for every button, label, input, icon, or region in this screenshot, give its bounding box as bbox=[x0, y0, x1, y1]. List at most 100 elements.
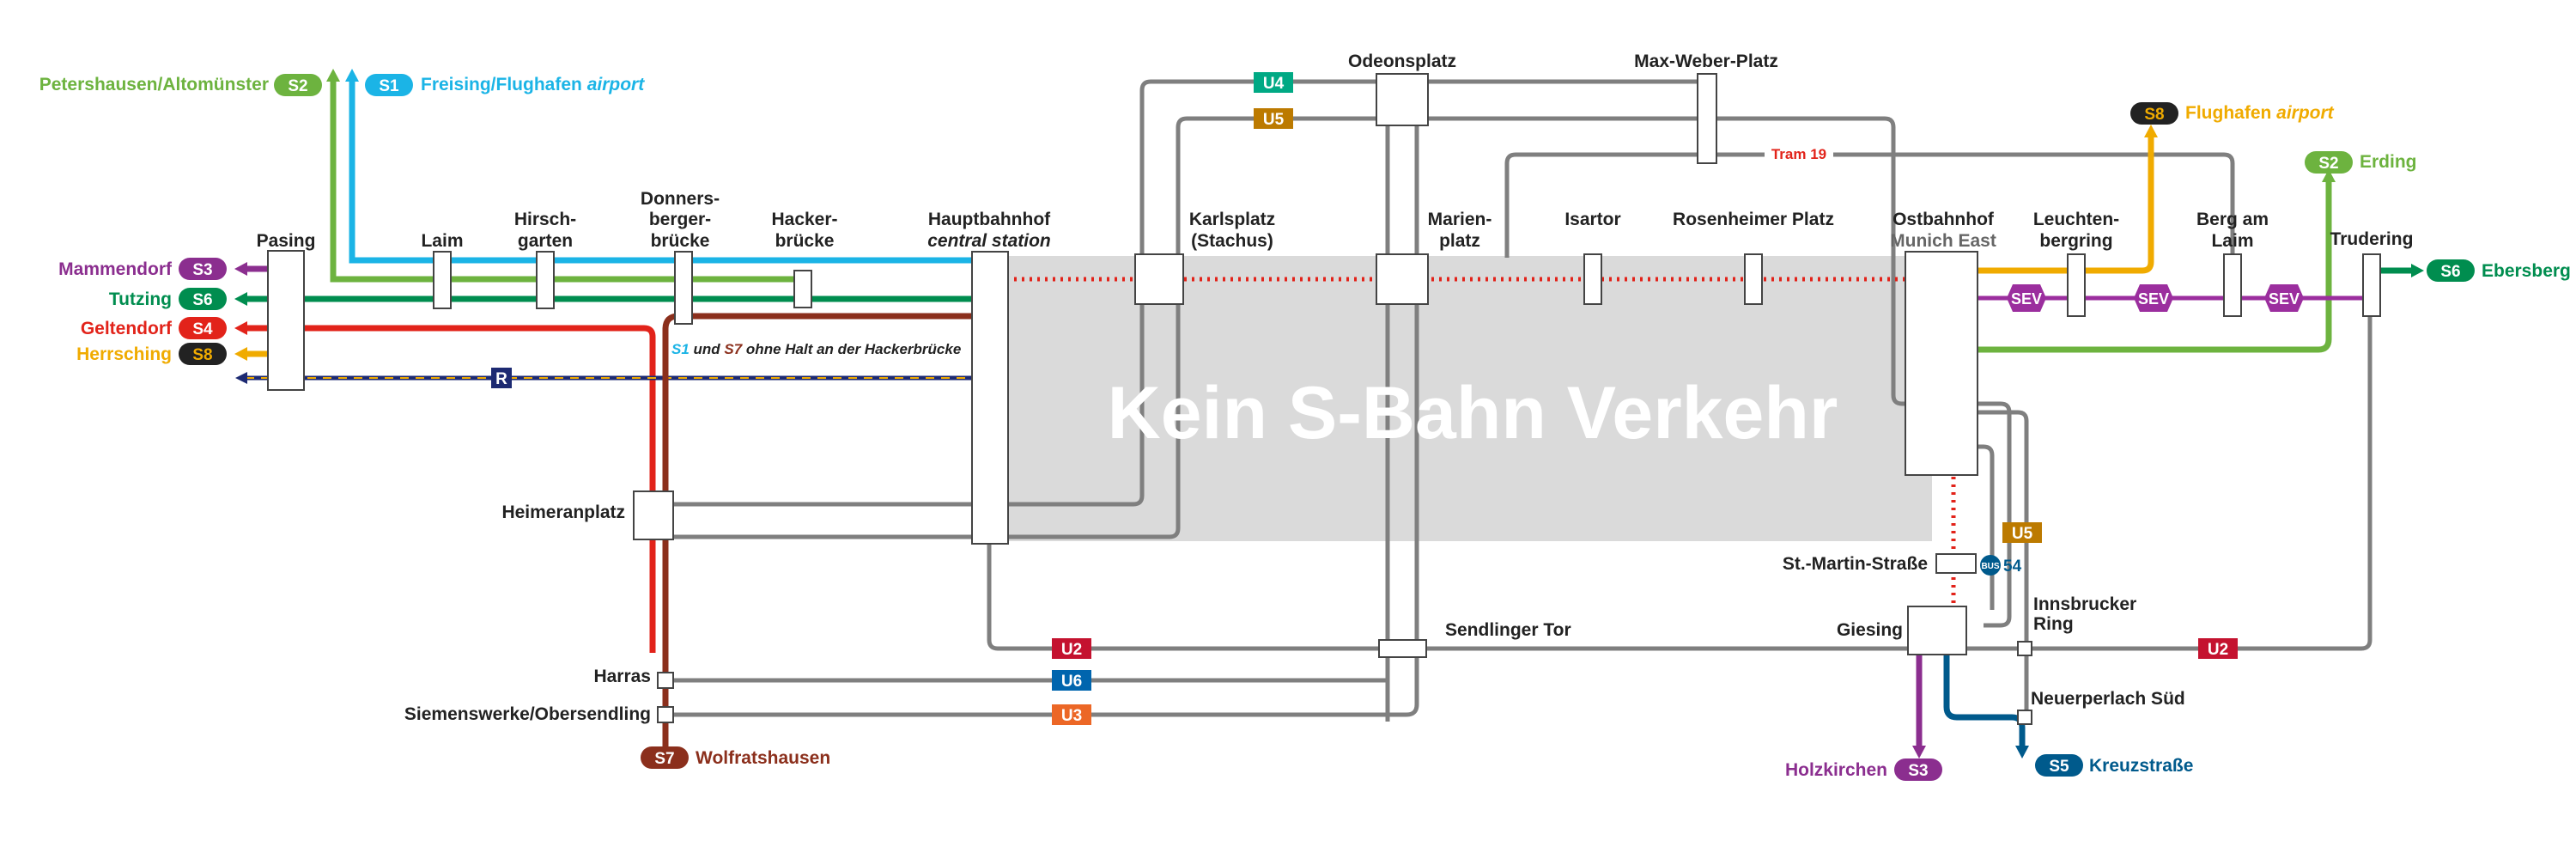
pill-s7-text: S7 bbox=[654, 750, 674, 768]
pill-s2-east bbox=[2305, 151, 2353, 174]
line-s2-east bbox=[1975, 180, 2332, 353]
pill-s1 bbox=[365, 74, 413, 96]
station-innsbrucker-2: Ring bbox=[2033, 614, 2074, 634]
station-ostbahnhof-sub: Munich East bbox=[1890, 231, 1996, 251]
box-siemenswerke bbox=[657, 706, 674, 723]
box-karlsplatz bbox=[1134, 253, 1184, 305]
line-s4-west bbox=[246, 325, 656, 653]
box-ost bbox=[1905, 251, 1978, 476]
pill-s8-west-text: S8 bbox=[192, 346, 212, 364]
s3-arrow bbox=[234, 262, 247, 276]
station-berg-am-laim-2: Laim bbox=[2211, 231, 2253, 251]
station-leuchtenbergring-1: Leuchten- bbox=[2033, 210, 2119, 229]
station-karlsplatz-sub: (Stachus) bbox=[1191, 231, 1273, 251]
dest-petershausen: Petershausen/Altomünster bbox=[39, 75, 269, 94]
station-hirschgarten-2: garten bbox=[518, 231, 573, 251]
tag-u4 bbox=[1254, 72, 1293, 93]
pill-s8-east-text: S8 bbox=[2144, 106, 2164, 124]
box-leuchtenbergring bbox=[2067, 253, 2086, 317]
dest-herrsching: Herrsching bbox=[76, 344, 172, 364]
station-hauptbahnhof: Hauptbahnhof bbox=[928, 210, 1051, 229]
line-s8-east bbox=[1975, 136, 2154, 274]
pill-s6-east bbox=[2427, 259, 2475, 282]
note-und: und bbox=[690, 341, 725, 357]
bus-icon bbox=[1980, 555, 2001, 576]
pill-s3-west bbox=[179, 258, 227, 280]
pill-s6-west-text: S6 bbox=[192, 291, 212, 309]
station-donnersberger-1: Donners- bbox=[641, 189, 720, 209]
pill-s3-south bbox=[1894, 758, 1942, 781]
banner-kein-sbahn: Kein S-Bahn Verkehr bbox=[1108, 372, 1838, 454]
box-trudering bbox=[2362, 253, 2381, 317]
pill-s6-east-text: S6 bbox=[2440, 263, 2460, 281]
tag-u3 bbox=[1052, 704, 1091, 725]
tag-u5-east-text: U5 bbox=[2012, 525, 2033, 543]
s6-east-arrow bbox=[2411, 264, 2424, 277]
sev-hex-3 bbox=[2264, 284, 2304, 312]
tag-u6 bbox=[1052, 670, 1091, 691]
sev-badges: SEV SEV SEV bbox=[2007, 284, 2304, 312]
station-hauptbahnhof-sub: central station bbox=[927, 231, 1051, 251]
s3-south-arrow bbox=[1912, 746, 1926, 758]
tag-u6-text: U6 bbox=[1061, 673, 1082, 691]
dest-geltendorf: Geltendorf bbox=[81, 319, 173, 338]
note-rest: ohne Halt an der Hackerbrücke bbox=[742, 341, 961, 357]
dest-flughafen-airport: airport bbox=[2276, 103, 2335, 123]
box-sendlinger bbox=[1378, 639, 1427, 658]
pill-s8-east bbox=[2130, 102, 2178, 125]
line-s5 bbox=[1943, 653, 2026, 746]
station-boxes bbox=[267, 73, 2381, 725]
pill-s3-south-text: S3 bbox=[1908, 762, 1928, 780]
tag-u5-east bbox=[2002, 522, 2042, 543]
dest-flughafen: Flughafen airport bbox=[2185, 103, 2335, 123]
line-s1 bbox=[349, 82, 989, 264]
pill-s2-west-text: S2 bbox=[288, 77, 307, 95]
dest-erding: Erding bbox=[2360, 152, 2417, 172]
tag-u5-top-text: U5 bbox=[1263, 111, 1285, 129]
dest-wolfratshausen: Wolfratshausen bbox=[696, 748, 830, 768]
station-ostbahnhof: Ostbahnhof bbox=[1893, 210, 1995, 229]
s2-east-arrow bbox=[2322, 169, 2336, 182]
station-pasing: Pasing bbox=[257, 231, 316, 251]
box-innsbrucker bbox=[2017, 641, 2032, 656]
box-laim bbox=[433, 251, 452, 309]
sev-hex-1-text: SEV bbox=[2011, 290, 2042, 308]
box-giesing bbox=[1907, 606, 1967, 655]
dest-freising: Freising/Flughafen airport bbox=[421, 75, 645, 94]
s2-west-arrow bbox=[326, 69, 340, 82]
station-innsbrucker-1: Innsbrucker bbox=[2033, 594, 2136, 614]
tag-u3-text: U3 bbox=[1061, 707, 1082, 725]
dest-kreuzstrasse: Kreuzstraße bbox=[2089, 756, 2193, 776]
pill-s3-west-text: S3 bbox=[192, 261, 212, 279]
station-neuperlach-sued: Neuerperlach Süd bbox=[2031, 689, 2185, 709]
s8-east-arrow bbox=[2144, 125, 2158, 137]
station-siemenswerke: Siemenswerke/Obersendling bbox=[404, 704, 651, 724]
dest-freising-airport: airport bbox=[587, 75, 646, 94]
station-rosenheimer-platz: Rosenheimer Platz bbox=[1673, 210, 1834, 229]
s1-arrow bbox=[345, 69, 359, 82]
box-marienplatz bbox=[1376, 253, 1429, 305]
box-isartor bbox=[1583, 253, 1602, 305]
sev-hex-2-text: SEV bbox=[2138, 290, 2169, 308]
box-donnersberger bbox=[674, 251, 693, 325]
station-hirschgarten-1: Hirsch- bbox=[514, 210, 576, 229]
dest-freising-main: Freising/Flughafen bbox=[421, 75, 582, 94]
box-harras bbox=[657, 672, 674, 689]
box-hirschgarten bbox=[536, 251, 555, 309]
pill-s5-text: S5 bbox=[2049, 758, 2069, 776]
dest-holzkirchen: Holzkirchen bbox=[1785, 760, 1887, 780]
box-pasing bbox=[267, 250, 305, 391]
pill-s5 bbox=[2035, 754, 2083, 777]
note-s7: S7 bbox=[724, 341, 743, 357]
pill-s1-text: S1 bbox=[379, 77, 399, 95]
station-marienplatz-2: platz bbox=[1439, 231, 1480, 251]
station-leuchtenbergring-2: bergring bbox=[2039, 231, 2112, 251]
dest-ebersberg: Ebersberg bbox=[2482, 261, 2571, 281]
box-hacker bbox=[793, 270, 812, 308]
station-sendlinger-tor: Sendlinger Tor bbox=[1445, 620, 1571, 640]
s4-arrow bbox=[234, 321, 247, 335]
station-donnersberger-2: berger- bbox=[649, 210, 711, 229]
station-giesing: Giesing bbox=[1837, 620, 1903, 640]
line-s2-west bbox=[330, 82, 807, 283]
pill-s8-west bbox=[179, 343, 227, 365]
